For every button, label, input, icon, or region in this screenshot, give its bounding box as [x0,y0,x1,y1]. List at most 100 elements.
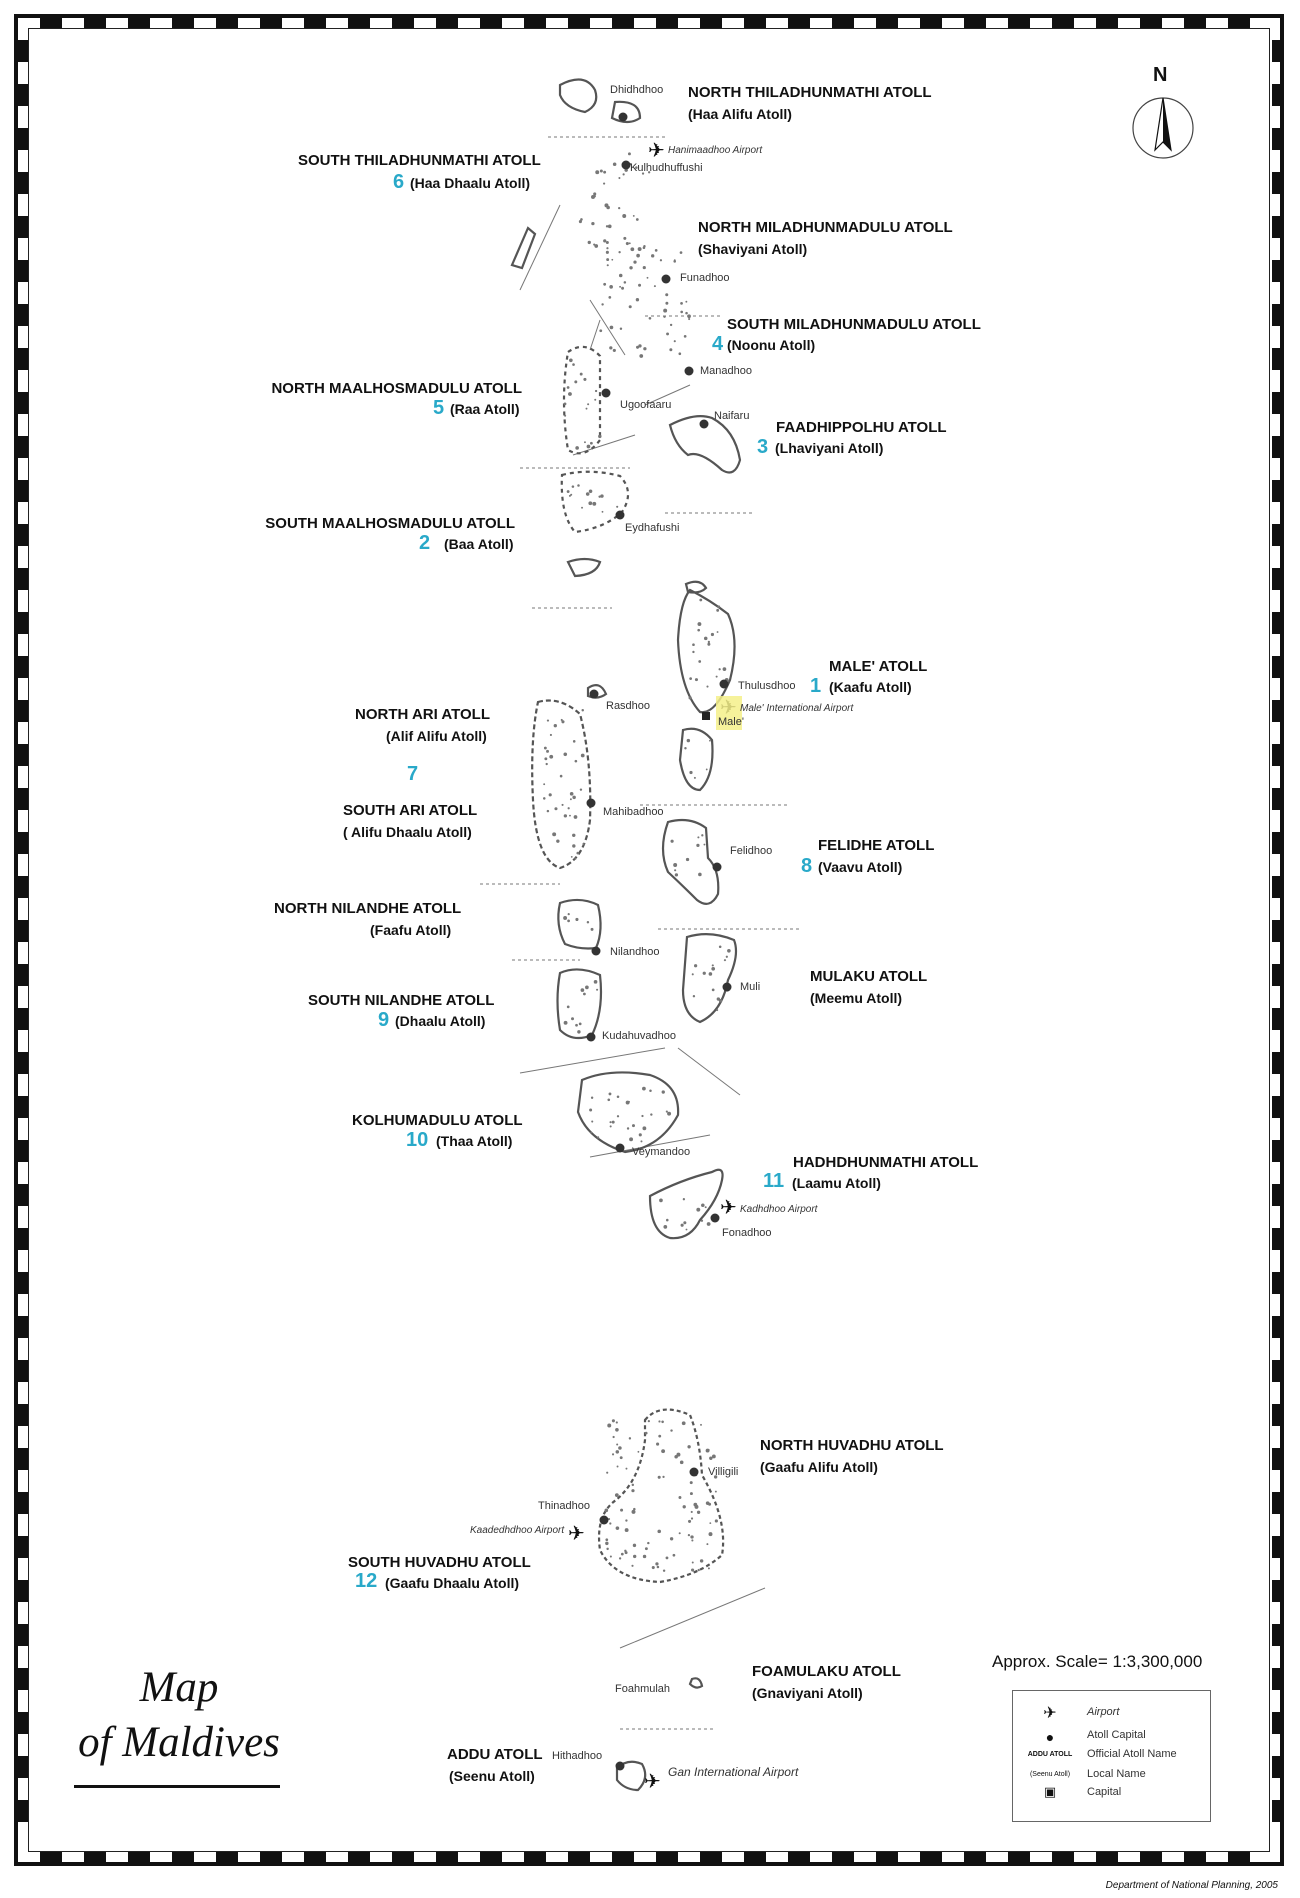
place-thinadhoo: Thinadhoo [538,1500,590,1512]
capital-marker [702,712,710,720]
male-highlight [716,696,742,730]
divider-line [589,1134,711,1158]
airport-hanimaadhoo: Hanimaadhoo Airport [668,145,763,156]
atoll-number-raa: 5 [433,397,445,419]
map-credit: Department of National Planning, 2005 [1105,1880,1278,1891]
place-male: Male' [718,716,744,728]
atoll-capital-marker [601,388,611,398]
atoll-name-gnaviyani: FOAMULAKU ATOLL [752,1663,901,1680]
atoll-local-dhaalu: (Dhaalu Atoll) [395,1013,486,1029]
north-label: N [1153,64,1168,86]
legend: ✈ Airport ● Atoll Capital ADDU ATOLL Off… [1012,1690,1211,1822]
atoll-name-gaafu-alifu: NORTH HUVADHU ATOLL [760,1437,944,1454]
place-funadhoo: Funadhoo [680,272,730,284]
atoll-local-haa-alifu: (Haa Alifu Atoll) [688,106,792,122]
atoll-shape-goidhoo [566,557,602,578]
atoll-shape-raa [562,345,602,455]
place-fonadhoo: Fonadhoo [722,1227,772,1239]
atoll-name-alifu-dhaalu: SOUTH ARI ATOLL [343,802,478,819]
title-underline [74,1785,280,1788]
place-thulusdhoo: Thulusdhoo [738,680,796,692]
legend-local-symbol: (Seenu Atoll) [1029,1771,1071,1778]
place-kulhudhuffushi: Kulhudhuffushi [630,162,703,174]
divider-line [589,319,601,351]
atoll-name-haa-alifu: NORTH THILADHUNMATHI ATOLL [688,84,932,101]
atoll-number-dhaalu: 9 [378,1009,390,1031]
atoll-capital-marker [699,419,709,429]
place-dhidhdhoo: Dhidhdhoo [610,84,664,96]
atoll-shape-vaavu [661,818,720,905]
legend-official-label: Official Atoll Name [1087,1748,1177,1760]
divider-line [519,204,561,291]
legend-capital-dot-icon: ● [1045,1729,1055,1745]
airport-male-intl: Male' International Airport [740,703,854,714]
map-title: Map of Maldives [74,1660,284,1770]
atoll-name-vaavu: FELIDHE ATOLL [818,837,935,854]
atoll-capital-marker [621,160,631,170]
atoll-name-gaafu-dhaalu: SOUTH HUVADHU ATOLL [348,1554,531,1571]
map-scale: Approx. Scale= 1:3,300,000 [992,1652,1203,1671]
atoll-capital-marker [615,1143,625,1153]
atoll-local-haa-dhaalu: (Haa Dhaalu Atoll) [410,175,531,191]
atoll-capital-marker [684,366,694,376]
atoll-shape-baa [560,470,630,534]
atoll-capital-marker [719,679,729,689]
place-ugoofaaru: Ugoofaaru [620,399,672,411]
place-eydhafushi: Eydhafushi [625,522,680,534]
atoll-shape-fuvahmulah [688,1677,704,1689]
atoll-shape-faafu [557,898,602,950]
atoll-number-ari: 7 [407,763,419,785]
place-nilandhoo: Nilandhoo [610,946,660,958]
atoll-capital-marker [615,510,625,520]
atoll-name-seenu: ADDU ATOLL [447,1746,543,1763]
atoll-shape-lhaviyani [668,415,742,474]
airport-gan: Gan International Airport [668,1765,799,1779]
atoll-local-baa: (Baa Atoll) [444,536,514,552]
place-mahibadhoo: Mahibadhoo [603,806,664,818]
inner-border [28,28,1270,1852]
atoll-name-faafu: NORTH NILANDHE ATOLL [274,900,462,917]
north-arrow-icon [1132,97,1194,159]
atoll-shape-meemu [681,933,738,1024]
atoll-local-laamu: (Laamu Atoll) [792,1175,881,1191]
atoll-capital-marker [586,1032,596,1042]
place-villigili: Villigili [708,1466,739,1478]
divider-line [644,384,691,406]
atoll-local-alif-alifu: (Alif Alifu Atoll) [386,728,487,744]
atoll-number-gaafu-dhaalu: 12 [355,1570,378,1592]
atoll-name-shaviyani: NORTH MILADHUNMADULU ATOLL [698,219,953,236]
airport-icon: ✈ [644,1769,661,1793]
divider-line [589,299,626,356]
atoll-shape-haa-alifu [558,78,598,114]
atoll-name-raa: NORTH MAALHOSMADULU ATOLL [271,380,522,397]
airport-kadhdhoo: Kadhdhoo Airport [740,1204,818,1215]
place-foahmulah: Foahmulah [615,1683,671,1695]
map-title-line1: Map [139,1664,219,1711]
atoll-capital-marker [599,1515,609,1525]
atoll-number-thaa: 10 [406,1129,429,1151]
atoll-name-thaa: KOLHUMADULU ATOLL [352,1112,523,1129]
place-felidhoo: Felidhoo [730,845,773,857]
atoll-shape-makunudhoo [510,226,537,270]
atoll-capital-marker [710,1213,720,1223]
legend-capital-square-icon: ▣ [1043,1784,1057,1799]
place-naifaru: Naifaru [714,410,750,422]
divider-line [519,1047,666,1074]
atoll-shape-thaa [576,1071,680,1154]
atoll-local-gnaviyani: (Gnaviyani Atoll) [752,1685,863,1701]
atoll-shape-kaaf-north [676,588,736,714]
airport-icon: ✈ [568,1521,585,1545]
atoll-local-meemu: (Meemu Atoll) [810,990,903,1006]
atoll-shape-haa-alifu-2 [610,100,642,124]
atoll-local-alifu-dhaalu: ( Alifu Dhaalu Atoll) [343,824,472,840]
place-rasdhoo: Rasdhoo [606,700,651,712]
atoll-capital-marker [586,798,596,808]
atoll-capital-marker [591,946,601,956]
legend-local-label: Local Name [1087,1768,1146,1780]
atoll-number-lhaviyani: 3 [757,436,769,458]
place-hithadhoo: Hithadhoo [552,1750,603,1762]
divider-line [572,434,636,456]
legend-airport-label: Airport [1087,1706,1120,1718]
atoll-capital-marker [722,982,732,992]
